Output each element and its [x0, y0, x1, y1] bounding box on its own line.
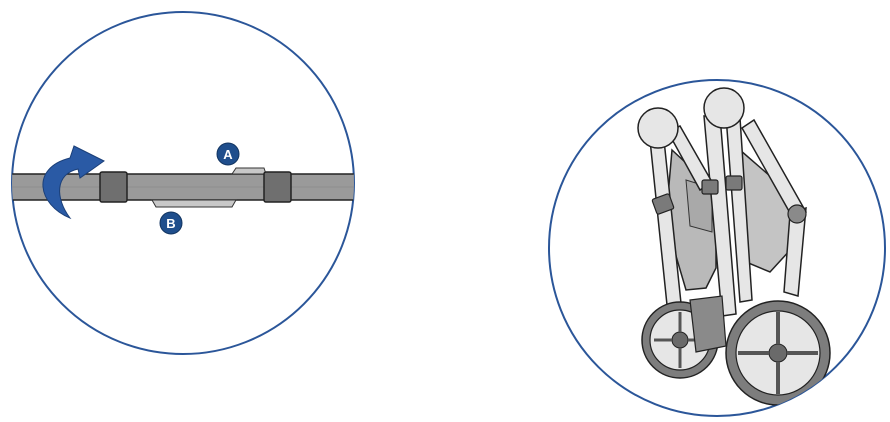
callout-a-label: A: [223, 147, 233, 162]
strap-buckle-illustration: [12, 167, 354, 208]
wheel-rear: [725, 300, 831, 406]
handle-cap-left: [637, 107, 679, 149]
folded-stroller-illustration: [637, 87, 831, 406]
strap-detail-panel: A B: [11, 11, 355, 355]
curved-arrow-icon: [42, 145, 105, 220]
folded-stroller-panel: [548, 79, 886, 417]
handle-cap-right: [703, 87, 745, 129]
buckle-tab-top: [231, 167, 267, 175]
callout-b-label: B: [166, 216, 175, 231]
buckle-tab-bottom: [151, 199, 237, 208]
buckle-right: [263, 171, 292, 203]
callout-b: B: [159, 211, 183, 235]
callout-a: A: [216, 142, 240, 166]
buckle-left: [99, 171, 128, 203]
